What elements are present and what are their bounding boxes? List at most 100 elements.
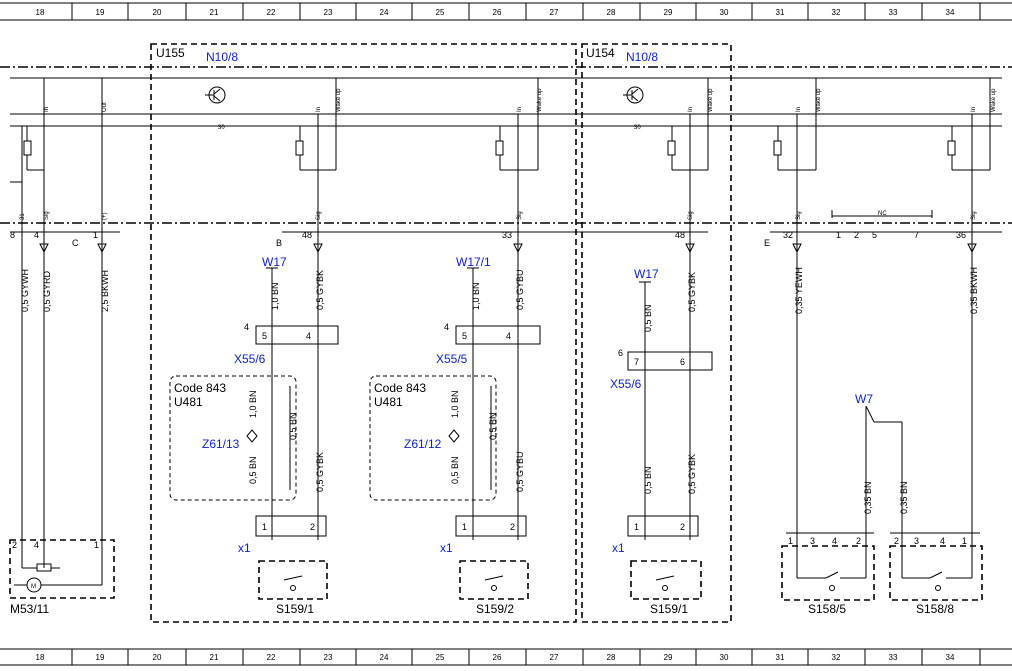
wire-0-35-bn: 0,35 BN (863, 481, 873, 514)
switch-s158-5: S158/5 (808, 602, 846, 616)
ruler-col-23: 23 (324, 8, 333, 17)
pin-32: 32 (783, 230, 793, 240)
module-u154-id: U154 (586, 46, 615, 60)
pin-label-in: In (971, 107, 977, 112)
ruler-col-29: 29 (664, 8, 673, 17)
pin-label-wake: Wake up (708, 88, 714, 112)
pin-33: 33 (502, 230, 512, 240)
pin-31-label: 31 (20, 213, 26, 220)
conn-pin-4b: 4 (306, 331, 311, 341)
ruler-col-22: 22 (267, 8, 276, 17)
nc-label: NC (878, 211, 887, 217)
transistor-icon (205, 86, 226, 104)
ground-arrow-icon (97, 243, 107, 254)
switch-pin-2: 2 (310, 522, 315, 532)
module-u155-outline (150, 43, 577, 623)
top-pin-labels: In Out In Wake up In Wake up In Wake up … (44, 88, 997, 112)
splice-z61-12: Z61/12 (404, 437, 442, 451)
resistor-icon (947, 140, 956, 156)
wire-0-5-bn-b: 0,5 BN (248, 456, 258, 484)
sig-label: Sig (44, 211, 50, 220)
module-u155-id: U155 (156, 46, 185, 60)
pin-48: 48 (302, 230, 312, 240)
ruler-col-20: 20 (153, 8, 162, 17)
wire-gyrd: 0,5 GYRD (42, 270, 52, 312)
motor-label: M53/11 (10, 602, 49, 616)
wire-0-5-gybu: 0,5 GYBU (515, 269, 525, 310)
conn-x55-6: X55/6 (610, 377, 642, 391)
ground-arrow-icon (792, 243, 802, 254)
wire-bkwh: 2,5 BKWH (100, 270, 110, 312)
pin-label-wake: Wake up (991, 88, 997, 112)
sig-label: Sig (517, 211, 523, 220)
x1-label: x1 (238, 541, 251, 555)
pin-4: 4 (34, 230, 39, 240)
s158-8-pin-3: 3 (914, 536, 919, 546)
ground-w7: W7 (855, 392, 873, 406)
wire-1-0-bn: 1,0 BN (471, 282, 481, 310)
wire-1-0-bn-b: 1,0 BN (248, 390, 258, 418)
pin-label-out: Out (102, 102, 108, 112)
pin-label-in: In (517, 107, 523, 112)
s158-5-pin-3: 3 (810, 536, 815, 546)
resistor-icon (773, 140, 782, 156)
conn-pin-7: 7 (634, 357, 639, 367)
resistor-icon (495, 140, 504, 156)
conn-x55-5: X55/5 (436, 352, 468, 366)
nc-pin-2: 2 (854, 230, 859, 240)
pin-label-wake: Wake up (816, 88, 822, 112)
ruler-col-21: 21 (210, 653, 219, 662)
ground-w17-1: W17/1 (456, 255, 491, 269)
ruler-col-31: 31 (776, 8, 785, 17)
ruler-col-28: 28 (607, 653, 616, 662)
code-u481: U481 (374, 395, 403, 409)
motor-pin-1: 1 (94, 540, 99, 550)
wire-0-5-gybk-b: 0,5 GYBK (315, 452, 325, 492)
ruler-col-34: 34 (946, 8, 955, 17)
ruler-col-31: 31 (776, 653, 785, 662)
switch-s159-2: S159/2 (476, 602, 514, 616)
module-u154-outline (581, 43, 732, 623)
sig-label: Sig (316, 211, 322, 220)
ground-arrow-icon (513, 243, 523, 254)
channel-e-left (773, 78, 817, 540)
ruler-col-26: 26 (493, 653, 502, 662)
splice-icon (448, 429, 460, 443)
block-e: 0,35 YEWH 0,35 BKWH W7 0,35 BN 0,35 BN 1… (781, 267, 983, 616)
splice-icon (246, 429, 258, 443)
ruler-col-21: 21 (210, 8, 219, 17)
block-s159-1: W17 1,0 BN 0,5 GYBK 4 5 4 X55/6 Code 843… (169, 255, 339, 616)
module-u155-ref: N10/8 (206, 50, 238, 64)
channel-e-right (947, 78, 991, 540)
sig-label: Sig (971, 211, 977, 220)
channel-u155-a (295, 78, 337, 540)
x1-label: x1 (612, 541, 625, 555)
ruler-col-33: 33 (889, 8, 898, 17)
s158-8-pin-1: 1 (962, 536, 967, 546)
conn-pin-4: 4 (444, 322, 449, 332)
resistor-icon (23, 140, 32, 156)
ruler-col-30: 30 (720, 653, 729, 662)
pin-36: 36 (956, 230, 966, 240)
conn-pin-6: 6 (680, 357, 685, 367)
nc-pin-5: 5 (872, 230, 877, 240)
switch-pin-1: 1 (262, 522, 267, 532)
sig-label: Sig (688, 211, 694, 220)
wire-0-5-bn-b: 0,5 BN (450, 456, 460, 484)
resistor-icon (667, 140, 676, 156)
conn-pin-5: 5 (262, 331, 267, 341)
motor-symbol: M (31, 584, 36, 590)
ground-arrow-icon (685, 243, 695, 254)
ruler-col-30: 30 (720, 8, 729, 17)
switch-pin-2: 2 (680, 522, 685, 532)
ground-w17: W17 (262, 255, 287, 269)
left-channels (10, 78, 103, 540)
wire-0-35-bn-b: 0,35 BN (899, 481, 909, 514)
wire-0-5-bn: 0,5 BN (643, 304, 653, 332)
ruler-col-18: 18 (36, 653, 45, 662)
resistor-icon (295, 140, 304, 156)
ruler-col-22: 22 (267, 653, 276, 662)
motor-pin-2: 2 (12, 540, 17, 550)
